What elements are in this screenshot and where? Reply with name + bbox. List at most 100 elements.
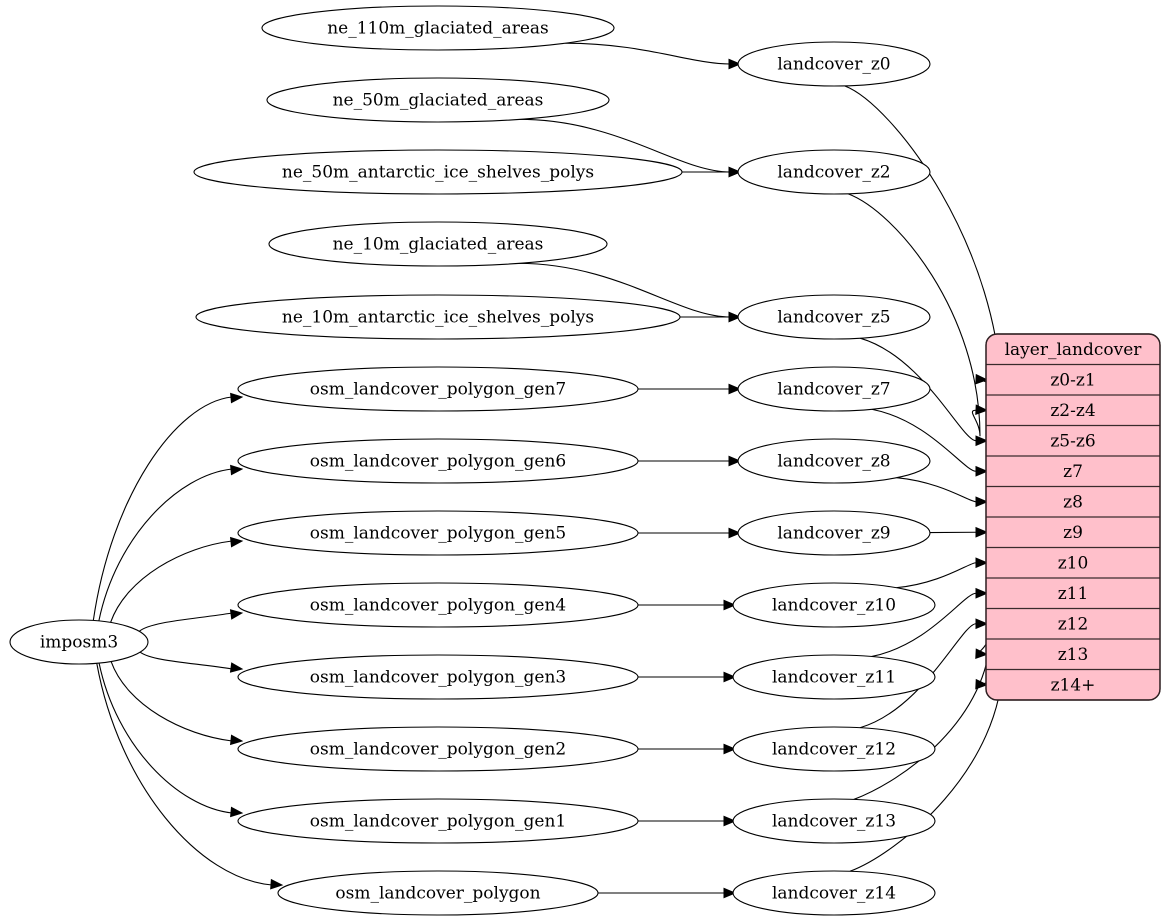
table-row-z5_z6[interactable]: z5-z6 [986, 426, 1160, 457]
node-shape [237, 582, 639, 628]
node-shape [732, 726, 936, 772]
table-row-z8[interactable]: z8 [986, 487, 1160, 518]
table-row-z10[interactable]: z10 [986, 548, 1160, 579]
node-shape [732, 798, 936, 844]
node-landcover_z7[interactable]: landcover_z7 [737, 366, 931, 412]
node-ne_110m_glaciated_areas[interactable]: ne_110m_glaciated_areas [261, 5, 615, 51]
node-label: ne_10m_glaciated_areas [333, 235, 544, 255]
node-label: ne_10m_antarctic_ice_shelves_polys [282, 308, 594, 328]
node-label: osm_landcover_polygon [335, 884, 540, 904]
node-label: landcover_z9 [777, 524, 890, 544]
node-landcover_z11[interactable]: landcover_z11 [732, 654, 936, 700]
node-shape [237, 366, 639, 412]
node-shape [237, 438, 639, 484]
node-landcover_z13[interactable]: landcover_z13 [732, 798, 936, 844]
node-label: osm_landcover_polygon_gen1 [310, 812, 566, 832]
node-label: landcover_z10 [772, 596, 896, 616]
node-landcover_z10[interactable]: landcover_z10 [732, 582, 936, 628]
node-label: landcover_z8 [777, 452, 890, 472]
edge-ne_50m_glaciated_areas-to-landcover_z2 [519, 118, 731, 173]
node-shape [732, 870, 936, 916]
table-row-z0_z1[interactable]: z0-z1 [986, 365, 1160, 396]
table-row-label: z2-z4 [1050, 401, 1095, 421]
edge-arrowhead [230, 734, 244, 746]
edge-arrowhead [229, 609, 244, 620]
node-osm_landcover_polygon_gen6[interactable]: osm_landcover_polygon_gen6 [237, 438, 639, 484]
node-osm_landcover_polygon_gen1[interactable]: osm_landcover_polygon_gen1 [237, 798, 639, 844]
edge-arrowhead [723, 671, 737, 683]
table-row-label: z0-z1 [1050, 370, 1095, 390]
node-ne_10m_glaciated_areas[interactable]: ne_10m_glaciated_areas [268, 221, 608, 267]
node-label: landcover_z2 [777, 163, 890, 183]
node-osm_landcover_polygon[interactable]: osm_landcover_polygon [277, 870, 599, 916]
node-landcover_z12[interactable]: landcover_z12 [732, 726, 936, 772]
node-shape [9, 619, 149, 665]
node-osm_landcover_polygon_gen4[interactable]: osm_landcover_polygon_gen4 [237, 582, 639, 628]
node-landcover_z2[interactable]: landcover_z2 [737, 149, 931, 195]
node-osm_landcover_polygon_gen5[interactable]: osm_landcover_polygon_gen5 [237, 510, 639, 556]
node-label: osm_landcover_polygon_gen6 [310, 452, 566, 472]
node-ne_50m_glaciated_areas[interactable]: ne_50m_glaciated_areas [266, 77, 610, 123]
node-label: landcover_z11 [772, 668, 896, 688]
node-shape [277, 870, 599, 916]
node-label: osm_landcover_polygon_gen5 [310, 524, 566, 544]
edge-arrowhead [229, 662, 244, 673]
node-landcover_z0[interactable]: landcover_z0 [737, 41, 931, 87]
edge-landcover_z7-to-table-z7 [871, 408, 977, 472]
node-landcover_z14[interactable]: landcover_z14 [732, 870, 936, 916]
edge-imposm3-to-osm_landcover_polygon [96, 663, 273, 886]
node-label: landcover_z13 [772, 812, 896, 832]
node-ne_10m_antarctic_ice_shelves_polys[interactable]: ne_10m_antarctic_ice_shelves_polys [195, 294, 681, 340]
edge-ne_110m_glaciated_areas-to-landcover_z0 [565, 42, 731, 65]
table-row-z11[interactable]: z11 [986, 578, 1160, 609]
edges-layer [92, 42, 1004, 899]
edge-arrowhead [230, 464, 244, 476]
node-shape [732, 654, 936, 700]
edge-arrowhead [728, 58, 742, 70]
edge-arrowhead [728, 527, 742, 539]
node-label: osm_landcover_polygon_gen7 [310, 380, 566, 400]
edge-imposm3-to-osm_landcover_polygon_gen2 [110, 661, 233, 742]
edge-imposm3-to-osm_landcover_polygon_gen4 [138, 612, 233, 632]
node-shape [737, 149, 931, 195]
edge-arrowhead [975, 435, 989, 447]
node-landcover_z9[interactable]: landcover_z9 [737, 510, 931, 556]
node-shape [266, 77, 610, 123]
node-label: ne_50m_antarctic_ice_shelves_polys [282, 163, 594, 183]
node-osm_landcover_polygon_gen7[interactable]: osm_landcover_polygon_gen7 [237, 366, 639, 412]
node-label: landcover_z7 [777, 380, 890, 400]
table-row-label: z14+ [1051, 675, 1096, 695]
edge-arrowhead [975, 496, 989, 508]
node-osm_landcover_polygon_gen2[interactable]: osm_landcover_polygon_gen2 [237, 726, 639, 772]
table-row-z9[interactable]: z9 [986, 517, 1160, 548]
table-row-z12[interactable]: z12 [986, 609, 1160, 640]
node-landcover_z8[interactable]: landcover_z8 [737, 438, 931, 484]
node-label: landcover_z5 [777, 308, 890, 328]
node-osm_landcover_polygon_gen3[interactable]: osm_landcover_polygon_gen3 [237, 654, 639, 700]
node-imposm3[interactable]: imposm3 [9, 619, 149, 665]
edge-arrowhead [975, 618, 989, 630]
table-row-label: z10 [1058, 553, 1089, 573]
node-shape [237, 654, 639, 700]
edge-arrowhead [723, 743, 737, 755]
table-row-label: z11 [1058, 584, 1089, 604]
node-shape [737, 294, 931, 340]
node-shape [261, 5, 615, 51]
edge-arrowhead [975, 526, 989, 538]
node-ne_50m_antarctic_ice_shelves_polys[interactable]: ne_50m_antarctic_ice_shelves_polys [193, 149, 683, 195]
edge-imposm3-to-osm_landcover_polygon_gen3 [139, 651, 233, 670]
node-label: imposm3 [40, 633, 118, 653]
node-label: ne_50m_glaciated_areas [333, 91, 544, 111]
table-row-z13[interactable]: z13 [986, 639, 1160, 670]
node-landcover_z5[interactable]: landcover_z5 [737, 294, 931, 340]
edge-arrowhead [728, 166, 742, 178]
node-label: osm_landcover_polygon_gen3 [310, 668, 566, 688]
table-row-z7[interactable]: z7 [986, 456, 1160, 487]
table-row-z14plus[interactable]: z14+ [986, 670, 1160, 701]
table-row-z2_z4[interactable]: z2-z4 [986, 395, 1160, 426]
node-shape [237, 510, 639, 556]
table-header-label: layer_landcover [1005, 340, 1143, 360]
